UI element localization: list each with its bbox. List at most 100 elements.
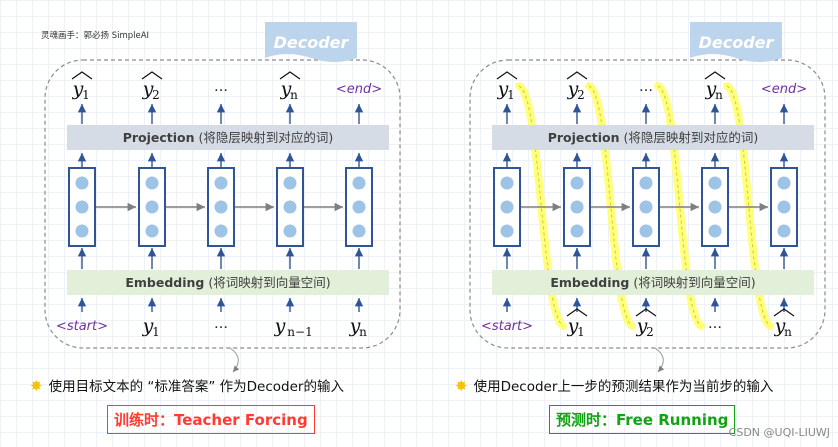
hidden-unit-dot (639, 176, 653, 190)
input-token: … (708, 316, 722, 332)
output-token-hat (141, 71, 163, 80)
input-token-hat (773, 308, 795, 317)
input-token-sub: 1 (152, 325, 160, 339)
output-token-sub: n (715, 88, 723, 102)
mode-label: 预测时：Free Running (549, 405, 736, 434)
input-token-text: … (708, 316, 722, 332)
embedding-label: Embedding (将词映射到向量空间) (125, 275, 330, 290)
input-token-sub: n (359, 325, 367, 339)
input-token: y1 (566, 308, 588, 339)
hidden-unit-dot (639, 224, 653, 238)
output-token-text: … (214, 79, 228, 95)
hidden-unit-dot (777, 200, 791, 214)
hidden-unit-dot (570, 176, 584, 190)
hidden-unit-dot (570, 224, 584, 238)
output-token-base: y (497, 78, 509, 100)
hidden-unit-dot (283, 224, 297, 238)
projection-layer (67, 125, 389, 150)
output-token: yn (279, 71, 301, 102)
projection-label: Projection (将隐层映射到对应的词) (123, 130, 334, 145)
output-token-base: y (280, 78, 292, 100)
input-token-base: y (636, 315, 648, 337)
output-token-sub: 1 (82, 88, 90, 102)
output-token: <end> (761, 82, 807, 97)
output-token-sub: 1 (507, 88, 515, 102)
embedding-layer (67, 270, 389, 295)
hidden-unit-dot (708, 176, 722, 190)
input-token-text: … (214, 316, 228, 332)
input-token: yn (773, 308, 795, 339)
hidden-unit-dot (777, 224, 791, 238)
caption-text: 使用Decoder上一步的预测结果作为当前步的输入 (473, 379, 774, 395)
panel-caption: ✸ 使用Decoder上一步的预测结果作为当前步的输入 (455, 375, 773, 395)
hidden-unit-dot (352, 224, 366, 238)
output-token-hat (566, 71, 588, 80)
hidden-unit-dot (777, 176, 791, 190)
input-token-base: y (567, 315, 579, 337)
decoder-container (469, 59, 826, 349)
output-token: y1 (497, 71, 518, 102)
hidden-unit-dot (500, 224, 514, 238)
hidden-unit-dot (283, 200, 297, 214)
hidden-unit-dot (352, 176, 366, 190)
input-token-sub: n (784, 325, 792, 339)
hidden-unit-dot (75, 224, 89, 238)
hidden-unit-dot (500, 200, 514, 214)
hidden-unit-dot (75, 176, 89, 190)
output-token-hat (279, 71, 301, 80)
panel-caption: ✸ 使用目标文本的 “标准答案” 作为Decoder的输入 (30, 375, 344, 395)
output-token-sub: n (290, 88, 298, 102)
embedding-label-bold: Embedding (125, 275, 204, 290)
input-token-sub: 1 (577, 325, 585, 339)
input-token: y1 (142, 315, 160, 339)
output-token-text: … (639, 79, 653, 95)
input-token-hat (635, 308, 657, 317)
caption-pointer (654, 347, 665, 373)
hidden-unit-dot (145, 200, 159, 214)
star-icon: ✸ (455, 377, 468, 395)
hidden-unit-dot (214, 176, 228, 190)
mode-label: 训练时：Teacher Forcing (107, 405, 315, 434)
decoder-container (44, 59, 401, 349)
hidden-unit-dot (214, 200, 228, 214)
projection-label-rest: (将隐层映射到对应的词) (195, 130, 334, 145)
input-token: … (214, 316, 228, 332)
hidden-unit-dot (214, 224, 228, 238)
input-token: y2 (635, 308, 657, 339)
projection-label-bold: Projection (123, 130, 195, 145)
input-token: yn (349, 315, 368, 339)
embedding-label: Embedding (将词映射到向量空间) (550, 275, 755, 290)
output-token-hat (704, 71, 726, 80)
output-token-text: <end> (761, 82, 807, 97)
output-token-sub: 2 (152, 88, 160, 102)
star-icon: ✸ (30, 377, 43, 395)
output-token-base: y (567, 78, 579, 100)
output-token-text: <end> (336, 82, 382, 97)
feedback-highlight-outline (518, 85, 771, 327)
input-token: <start> (56, 319, 108, 334)
input-token-sub: n−1 (287, 325, 312, 339)
input-token-hat (566, 308, 588, 317)
output-token: <end> (336, 82, 382, 97)
input-token: <start> (481, 319, 533, 334)
watermark: CSDN @UQI-LIUWJ (728, 426, 830, 439)
decoder-tab-label: Decoder (699, 33, 775, 52)
output-token-base: y (705, 78, 717, 100)
input-token-base: y (142, 315, 154, 337)
input-token-text: <start> (56, 319, 108, 334)
hidden-unit-dot (145, 176, 159, 190)
hidden-unit-dot (708, 224, 722, 238)
projection-layer (492, 125, 814, 150)
output-token: … (214, 79, 228, 95)
decoder-tab (265, 22, 357, 62)
output-token: y2 (566, 71, 588, 102)
output-token-base: y (72, 78, 84, 100)
embedding-label-bold: Embedding (550, 275, 629, 290)
output-token: y1 (72, 71, 93, 102)
caption-text: 使用目标文本的 “标准答案” 作为Decoder的输入 (48, 379, 344, 395)
output-token: … (639, 79, 653, 95)
hidden-unit-dot (570, 200, 584, 214)
hidden-unit-dot (708, 200, 722, 214)
